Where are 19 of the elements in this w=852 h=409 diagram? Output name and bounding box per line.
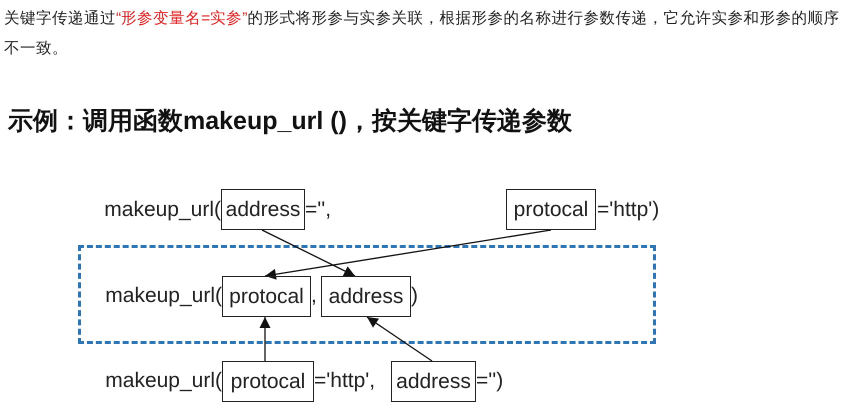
code-text: ='http',	[314, 368, 376, 394]
parameter-box: address	[221, 189, 305, 230]
arrow	[260, 317, 270, 361]
code-text: ='http')	[597, 197, 660, 223]
code-text: ='',	[305, 197, 332, 223]
parameter-box: protocal	[222, 276, 311, 317]
parameter-box: address	[391, 361, 476, 402]
intro-paragraph: 关键字传递通过“形参变量名=实参”的形式将形参与实参关联，根据形参的名称进行参数传递，它允许实参和形参的顺序不一致。	[4, 8, 840, 59]
code-text: makeup_url(	[105, 368, 222, 394]
parameter-box: address	[321, 276, 411, 317]
code-text: makeup_url(	[104, 197, 221, 223]
dashed-frame	[78, 245, 656, 344]
code-text: ,	[311, 283, 317, 309]
heading: 示例：调用函数makeup_url ()，按关键字传递参数	[8, 106, 572, 137]
code-text: ='')	[476, 368, 504, 394]
parameter-box: protocal	[222, 361, 314, 402]
parameter-box: protocal	[506, 189, 596, 230]
code-text: makeup_url(	[105, 283, 222, 309]
code-text: )	[411, 283, 418, 309]
